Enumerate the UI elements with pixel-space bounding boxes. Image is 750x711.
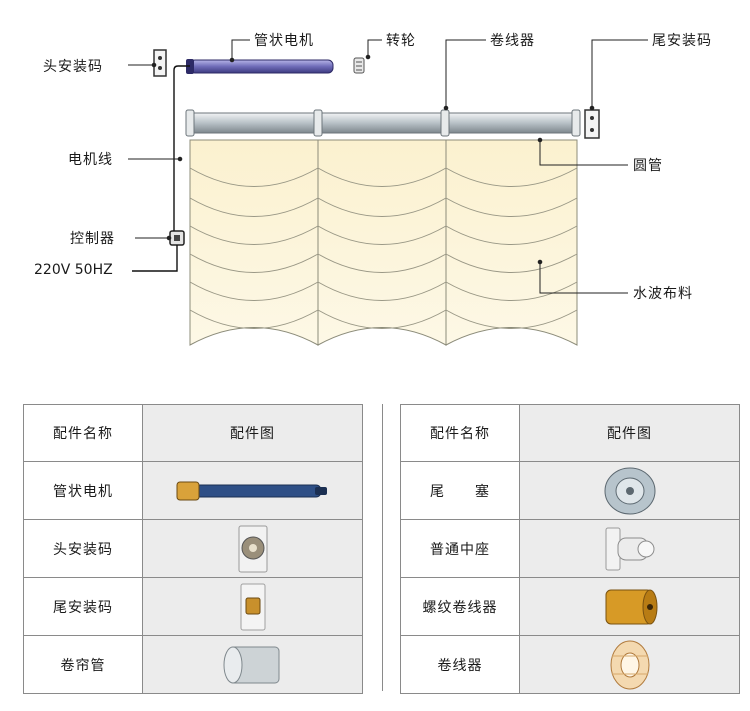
- part-image-cell: [142, 635, 363, 694]
- drive-wheel-icon: [353, 57, 365, 74]
- curtain-system-diagram: [128, 39, 648, 346]
- wave-fabric: [189, 139, 578, 346]
- head-mount-bracket-icon: [153, 49, 167, 77]
- table-row: 头安装码: [23, 519, 363, 578]
- motor-cable: [132, 65, 190, 272]
- part-image-cell: [519, 461, 740, 520]
- leader-lines: [128, 39, 648, 294]
- parts-table-left: 配件名称 配件图 管状电机 头安装码 尾安装码: [23, 404, 363, 694]
- header-part-name: 配件名称: [23, 404, 143, 462]
- part-image-cell: [142, 577, 363, 636]
- part-image-cell: [142, 461, 363, 520]
- table-row: 卷线器: [400, 635, 740, 694]
- part-name: 普通中座: [400, 519, 520, 578]
- table-divider: [382, 404, 383, 691]
- part-name: 尾 塞: [400, 461, 520, 520]
- label-power: 220V 50HZ: [34, 262, 113, 278]
- winder-ring-4: [571, 109, 581, 137]
- end-plug-icon: [604, 467, 655, 514]
- label-round-tube: 圆管: [633, 158, 663, 174]
- label-drive-wheel: 转轮: [386, 33, 416, 49]
- label-head-mount: 头安装码: [43, 59, 103, 75]
- label-tail-mount: 尾安装码: [652, 33, 712, 49]
- part-image-cell: [519, 577, 740, 636]
- part-image-cell: [519, 519, 740, 578]
- part-name: 卷帘管: [23, 635, 143, 694]
- label-controller: 控制器: [70, 231, 115, 247]
- table-row: 尾 塞: [400, 461, 740, 520]
- tubular-motor-icon: [186, 59, 334, 74]
- table-row: 普通中座: [400, 519, 740, 578]
- label-winder: 卷线器: [490, 33, 535, 49]
- round-tube: [185, 109, 581, 137]
- table-row: 卷帘管: [23, 635, 363, 694]
- winder-ring-3: [440, 109, 450, 137]
- label-motor-cable: 电机线: [68, 152, 113, 168]
- part-name: 卷线器: [400, 635, 520, 694]
- tail-mount-bracket-icon: [240, 583, 265, 630]
- roller-tube-icon: [223, 646, 279, 683]
- winder-ring-1: [185, 109, 195, 137]
- controller-icon: [169, 230, 185, 246]
- tail-mount-bracket-icon: [584, 109, 600, 139]
- label-wave-fabric: 水波布料: [633, 286, 693, 302]
- head-mount-bracket-icon: [238, 525, 267, 572]
- part-name: 螺纹卷线器: [400, 577, 520, 636]
- table-row: 管状电机: [23, 461, 363, 520]
- part-image-cell: [142, 519, 363, 578]
- middle-support-icon: [605, 527, 654, 570]
- table-row: 尾安装码: [23, 577, 363, 636]
- fabric-panel-left: [189, 139, 319, 346]
- fabric-panel-middle: [317, 139, 447, 346]
- tubular-motor-icon: [176, 481, 327, 500]
- threaded-winder-icon: [605, 589, 657, 624]
- header-part-name: 配件名称: [400, 404, 520, 462]
- table-row: 螺纹卷线器: [400, 577, 740, 636]
- label-tubular-motor: 管状电机: [254, 33, 314, 49]
- header-part-image: 配件图: [519, 404, 740, 462]
- header-part-image: 配件图: [142, 404, 363, 462]
- part-name: 管状电机: [23, 461, 143, 520]
- parts-table-right: 配件名称 配件图 尾 塞 普通中座 螺纹卷线器: [400, 404, 740, 694]
- winder-icon: [610, 640, 649, 689]
- winder-ring-2: [313, 109, 323, 137]
- part-name: 头安装码: [23, 519, 143, 578]
- part-name: 尾安装码: [23, 577, 143, 636]
- part-image-cell: [519, 635, 740, 694]
- fabric-panel-right: [445, 139, 578, 346]
